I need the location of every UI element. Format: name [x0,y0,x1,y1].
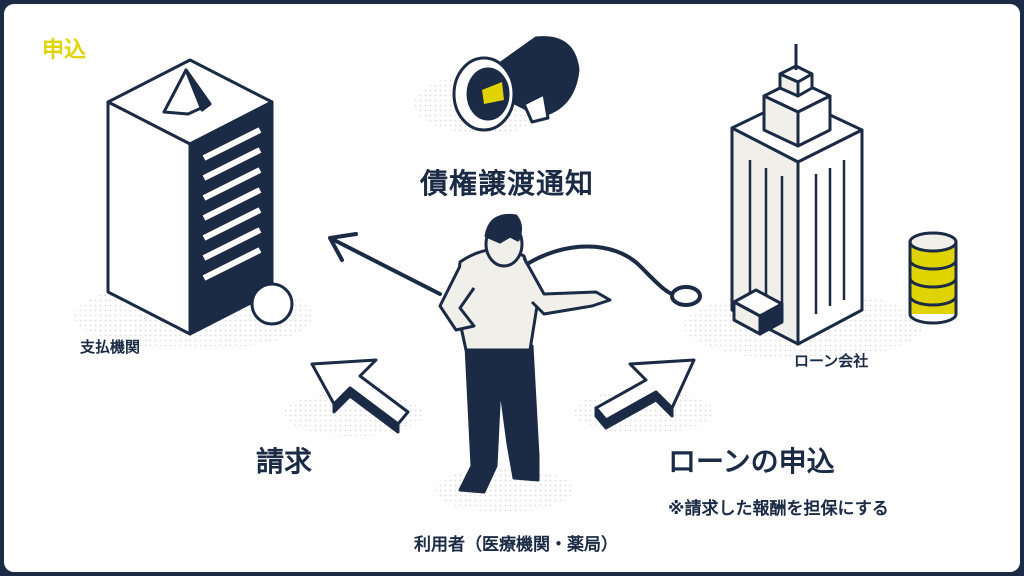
loan-company-label: ローン会社 [794,352,869,370]
corner-label: 申込 [42,38,87,63]
application-arrow-icon [594,358,696,430]
person-icon [438,213,612,494]
payer-building-icon [106,58,294,336]
user-label: 利用者（医療機関・薬局） [414,535,618,555]
loan-company-building-icon [730,44,864,346]
notice-flow-arrow [328,232,442,296]
payer-label: 支払機関 [80,338,141,356]
loan-flow-line [522,244,702,307]
collateral-note: ※請求した報酬を担保にする [668,499,889,519]
claim-label: 請求 [256,445,313,478]
megaphone-icon [452,36,580,132]
illustration [74,36,958,512]
diagram-frame: 申込 債権譲渡通知 支払機関 ローン会社 請求 ローンの申込 ※請求した報酬を担… [4,4,1020,572]
claim-arrow-icon [310,358,410,434]
coin-stack-icon [908,231,958,325]
loan-application-label: ローンの申込 [668,445,835,478]
notice-label: 債権譲渡通知 [420,167,595,200]
